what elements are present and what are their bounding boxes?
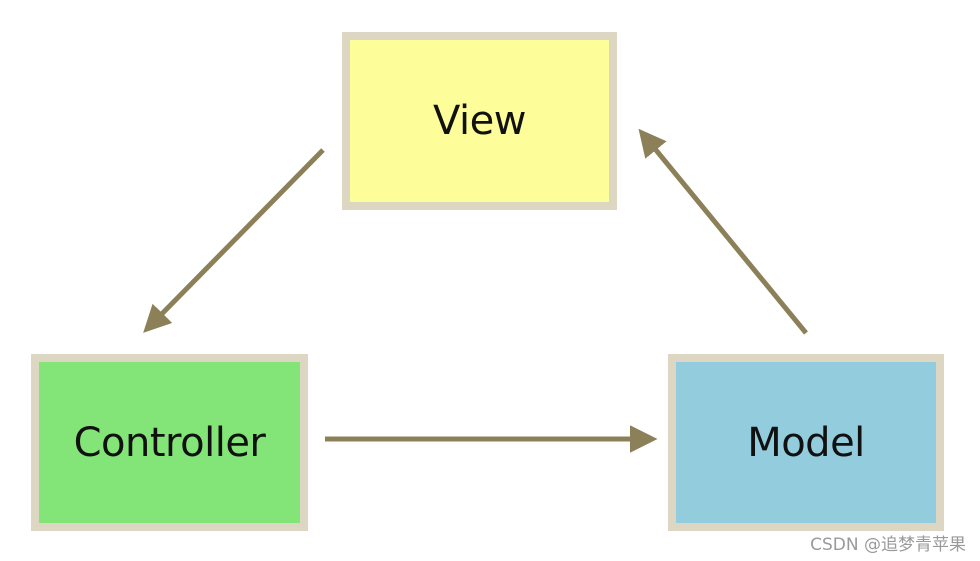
view-label: View bbox=[433, 98, 526, 144]
controller-label: Controller bbox=[73, 419, 266, 466]
controller-box: Controller bbox=[31, 354, 308, 531]
view-box: View bbox=[342, 32, 617, 210]
model-box: Model bbox=[668, 354, 944, 531]
arrow-model-to-view bbox=[638, 128, 808, 335]
arrow-view-to-controller bbox=[143, 148, 325, 333]
model-label: Model bbox=[747, 419, 865, 466]
watermark: CSDN @追梦青苹果 bbox=[810, 535, 966, 555]
